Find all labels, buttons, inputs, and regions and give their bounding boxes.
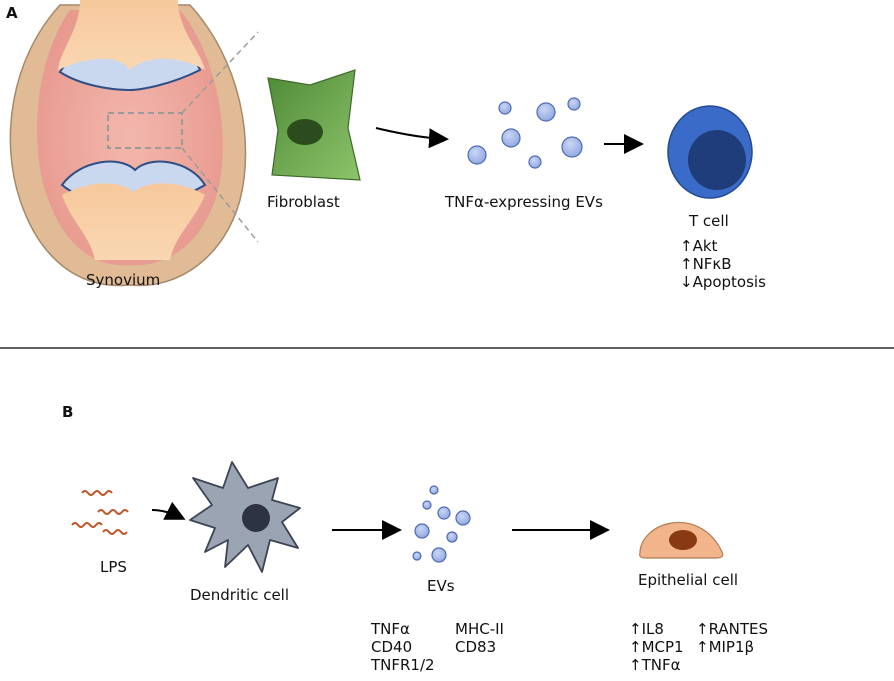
ev-marker: TNFR1/2 xyxy=(371,656,435,674)
ev-markers-col2: MHC-II CD83 xyxy=(455,620,504,656)
epithelial-cell xyxy=(639,521,724,559)
epithelial-effect: ↑MIP1β xyxy=(696,638,755,656)
panel-a-letter: A xyxy=(6,4,18,22)
epithelial-cell-label: Epithelial cell xyxy=(638,571,739,589)
synovium-joint-illustration xyxy=(9,0,259,287)
arrow-fibroblast-to-evs xyxy=(375,127,449,149)
arrow-lps-to-dendritic xyxy=(151,501,186,520)
evs-label-b: EVs xyxy=(427,577,455,595)
tcell-effect-nfkb: ↑NFκB xyxy=(680,255,732,273)
fibroblast-cell xyxy=(267,69,361,181)
dendritic-cell-label: Dendritic cell xyxy=(190,586,290,604)
epithelial-effect: ↑TNFα xyxy=(629,656,681,674)
ev-markers-col1: TNFα CD40 TNFR1/2 xyxy=(371,620,435,674)
evs-cluster-a xyxy=(467,97,583,169)
epithelial-effects-col2: ↑RANTES ↑MIP1β xyxy=(696,620,768,656)
lps-label: LPS xyxy=(100,558,127,576)
dendritic-cell xyxy=(189,461,301,573)
epithelial-effects-col1: ↑IL8 ↑MCP1 ↑TNFα xyxy=(629,620,684,674)
epithelial-effect: ↑IL8 xyxy=(629,620,664,638)
epithelial-effect: ↑RANTES xyxy=(696,620,769,638)
ev-marker: CD40 xyxy=(371,638,413,656)
tnf-evs-label: TNFα-expressing EVs xyxy=(445,193,603,211)
fibroblast-label: Fibroblast xyxy=(267,193,340,211)
t-cell xyxy=(667,105,753,199)
epithelial-effect: ↑MCP1 xyxy=(629,638,684,656)
tcell-effects-list: ↑Akt ↑NFκB ↓Apoptosis xyxy=(680,237,766,291)
ev-marker: MHC-II xyxy=(455,620,504,638)
lps-molecules xyxy=(71,490,129,535)
evs-cluster-b xyxy=(412,485,471,563)
ev-marker: TNFα xyxy=(371,620,410,638)
panel-b-letter: B xyxy=(62,403,74,421)
tcell-label: T cell xyxy=(689,212,729,230)
tcell-effect-apoptosis: ↓Apoptosis xyxy=(680,273,766,291)
ev-marker: CD83 xyxy=(455,638,497,656)
tcell-effect-akt: ↑Akt xyxy=(680,237,718,255)
synovium-label: Synovium xyxy=(86,271,161,289)
